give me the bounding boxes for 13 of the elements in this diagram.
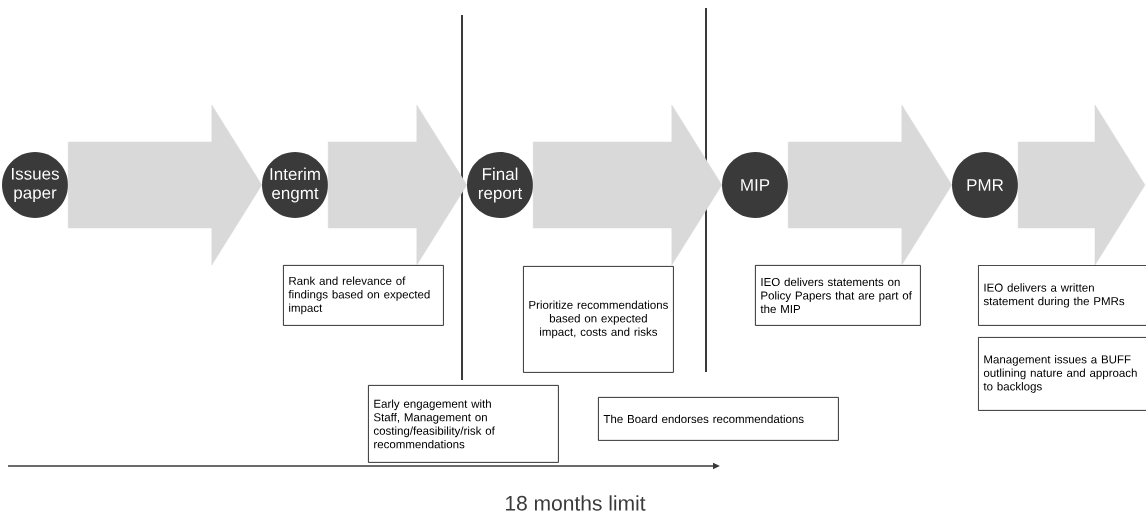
text-box: The Board endorses recommendations xyxy=(598,397,839,441)
text-box: Early engagement with Staff, Management on costing/feasibility/risk of recommendations xyxy=(368,385,559,463)
text-box: IEO delivers a written statement during the PMRs xyxy=(978,265,1146,326)
block-arrow xyxy=(532,104,723,266)
timeline-label: 18 months limit xyxy=(506,495,646,511)
text-box: IEO delivers statements on Policy Papers that are part of the MIP xyxy=(755,265,921,326)
block-arrow xyxy=(1017,104,1146,266)
text-box: Management issues a BUFF outlining nature and approach to backlogs xyxy=(978,337,1146,411)
block-arrow xyxy=(327,104,468,266)
text-box: Prioritize recommendations based on expected impact, costs and risks xyxy=(523,266,674,373)
text-box: Rank and relevance of findings based on expected impact xyxy=(283,265,444,326)
block-arrow xyxy=(787,104,953,266)
block-arrow xyxy=(67,104,263,266)
